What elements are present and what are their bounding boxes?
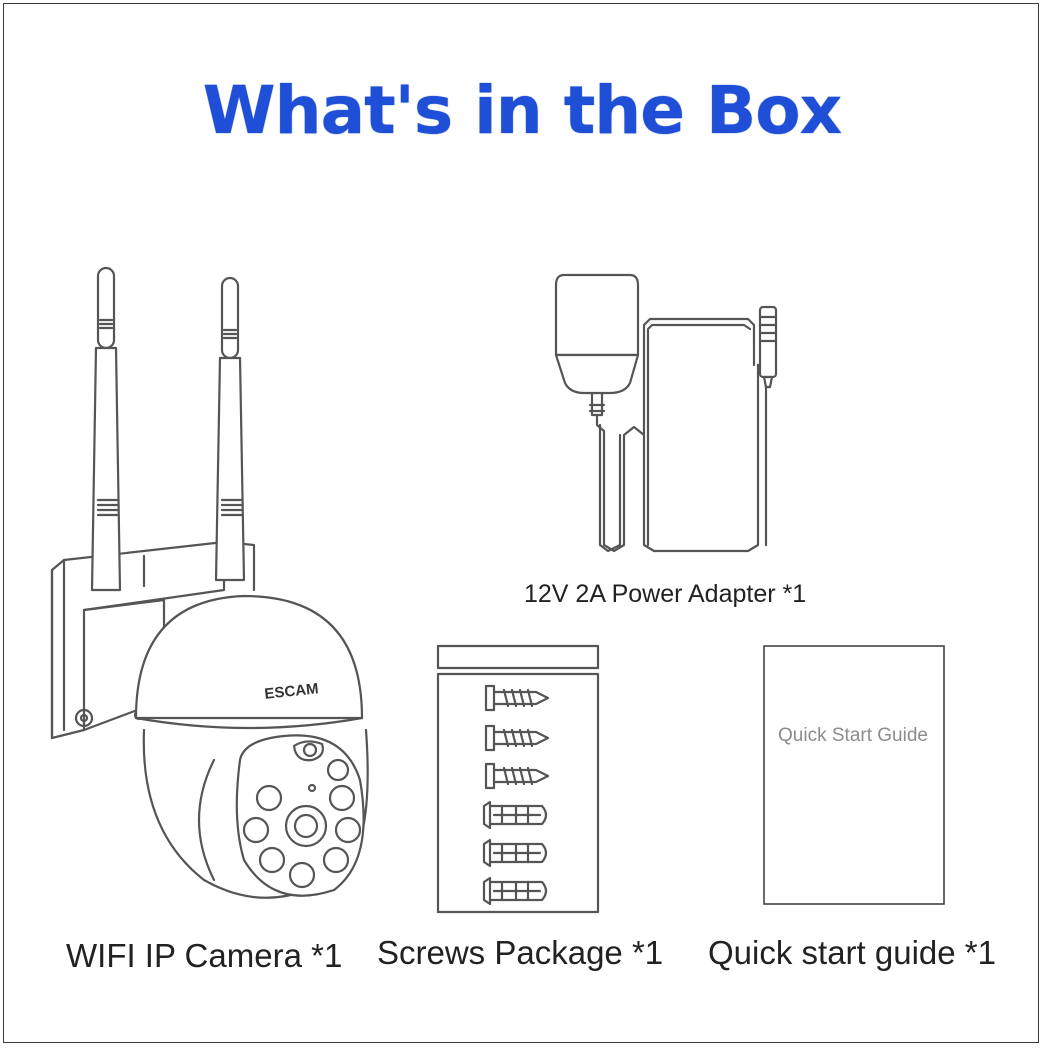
adapter-label: 12V 2A Power Adapter *1 xyxy=(524,580,807,608)
screws-label: Screws Package *1 xyxy=(377,934,664,971)
page-title: What's in the Box xyxy=(202,72,842,149)
camera-brand-logo: ESCAM xyxy=(264,680,320,703)
guide-label: Quick start guide *1 xyxy=(708,934,996,971)
quick-start-guide-booklet xyxy=(763,645,945,905)
camera-illustration: ESCAM xyxy=(50,266,369,899)
screws-package-illustration xyxy=(436,644,600,914)
guide-cover-text: Quick Start Guide xyxy=(778,725,928,746)
camera-label: WIFI IP Camera *1 xyxy=(66,937,343,974)
power-adapter-illustration xyxy=(554,273,778,553)
